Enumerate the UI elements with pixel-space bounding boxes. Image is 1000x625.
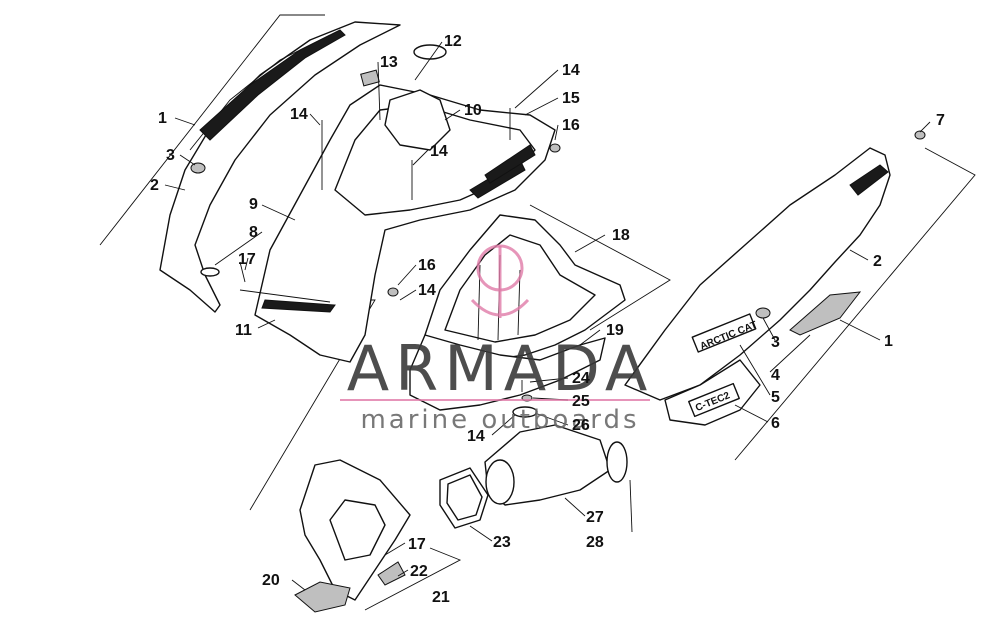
callout-18: 18 <box>612 227 630 244</box>
screw-17-left <box>239 261 246 283</box>
callout-26: 26 <box>572 417 590 434</box>
callout-21: 21 <box>432 589 450 606</box>
callout-14-center: 14 <box>430 143 448 160</box>
callout-14-top-left: 14 <box>290 106 308 123</box>
gauge-bezel-13 <box>360 69 380 87</box>
right-panel-vent-4 <box>789 291 862 336</box>
callout-8: 8 <box>249 224 258 241</box>
callout-2-right: 2 <box>873 253 882 270</box>
callout-5: 5 <box>771 389 780 406</box>
grommet-8 <box>200 267 220 277</box>
bracket-frame-lower-nose <box>364 547 462 611</box>
callout-14-top-right: 14 <box>562 62 580 79</box>
callout-1-right: 1 <box>884 333 893 350</box>
right-panel-decal-strip <box>849 164 889 196</box>
callout-7: 7 <box>936 112 945 129</box>
callout-11: 11 <box>235 322 252 339</box>
grommet-26 <box>512 406 538 418</box>
bracket-frame-right-panel <box>734 147 976 461</box>
decal-arctic-cat-5 <box>691 313 757 353</box>
callout-28: 28 <box>586 534 604 551</box>
leader-lines <box>164 41 931 591</box>
watermark-sub-text: marine outboards <box>360 405 639 435</box>
callout-12: 12 <box>444 33 462 50</box>
callout-9: 9 <box>249 196 258 213</box>
cap-12 <box>413 44 447 60</box>
callout-22: 22 <box>410 563 428 580</box>
airbox-lower-duct-19 <box>409 334 606 411</box>
fastener-16-top <box>549 143 561 153</box>
lower-nose-opening <box>329 499 386 561</box>
callout-17-left: 17 <box>238 251 256 268</box>
callout-3-right: 3 <box>771 334 780 351</box>
panel-fastener-3-left <box>190 162 206 174</box>
callout-2-left: 2 <box>150 177 159 194</box>
callout-16-mid: 16 <box>418 257 436 274</box>
intake-duct-27-mouth <box>485 459 515 505</box>
right-side-panel <box>624 147 891 401</box>
left-side-panel-trim <box>199 29 346 141</box>
callout-10: 10 <box>464 102 482 119</box>
callout-17-lower: 17 <box>408 536 426 553</box>
bracket-frame-left-panel <box>99 14 325 246</box>
bumper-bracket-20 <box>294 581 351 613</box>
callout-15: 15 <box>562 90 580 107</box>
hood-front-stripe <box>261 299 336 313</box>
callout-24: 24 <box>572 370 590 387</box>
rivet-7 <box>914 130 926 140</box>
callout-27: 27 <box>586 509 604 526</box>
callout-4: 4 <box>771 367 780 384</box>
callout-3-left: 3 <box>166 147 175 164</box>
intake-gasket-23-inner <box>446 474 483 521</box>
callout-20: 20 <box>262 572 280 589</box>
callout-16-top: 16 <box>562 117 580 134</box>
dashboard-housing-10 <box>384 89 451 151</box>
callout-1-left: 1 <box>158 110 167 127</box>
callout-14-mid: 14 <box>418 282 436 299</box>
callout-13: 13 <box>380 54 398 71</box>
watermark-main-text: ARMADA <box>347 332 653 405</box>
callout-23: 23 <box>493 534 511 551</box>
callout-25: 25 <box>572 393 590 410</box>
watermark: ARMADA marine outboards <box>340 244 653 435</box>
callout-14-lower: 14 <box>467 428 485 445</box>
clamp-28 <box>606 441 628 483</box>
callout-labels: 1 3 2 9 8 17 11 12 13 10 14 14 14 15 16 … <box>150 33 945 606</box>
callout-19: 19 <box>606 322 624 339</box>
panel-fastener-3-right <box>755 307 771 319</box>
hood-vent-right <box>484 144 536 184</box>
callout-6: 6 <box>771 415 780 432</box>
decal-ctec2-6 <box>688 382 740 418</box>
watermark-anchor-stem <box>470 246 530 318</box>
bracket-frame-airbox <box>529 204 671 331</box>
fastener-16-mid <box>387 287 399 297</box>
reflector-22 <box>377 561 406 586</box>
